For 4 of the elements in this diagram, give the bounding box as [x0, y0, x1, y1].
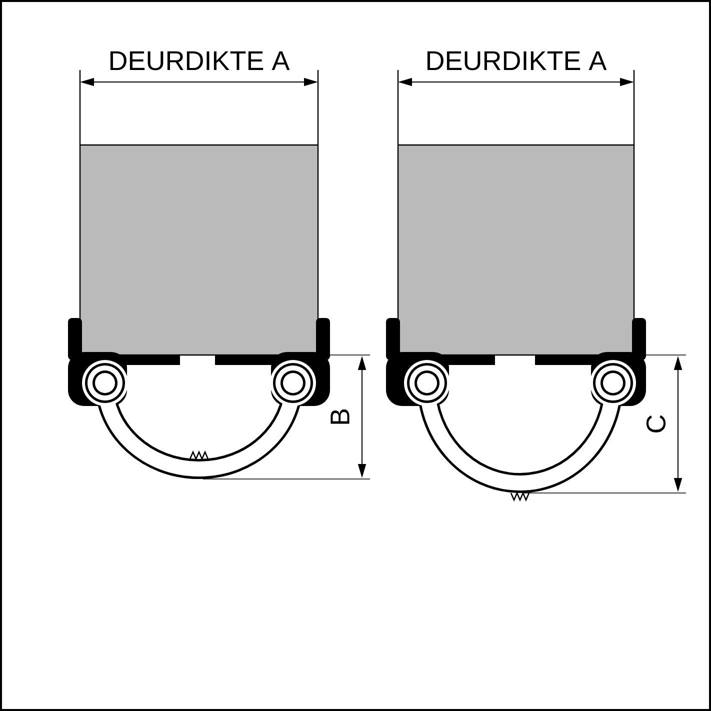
- dimension-label: C: [646, 415, 666, 432]
- dimension-label: B: [330, 409, 350, 424]
- dimension-label: DEURDIKTE A: [110, 51, 290, 70]
- dimension-label: DEURDIKTE A: [427, 51, 607, 70]
